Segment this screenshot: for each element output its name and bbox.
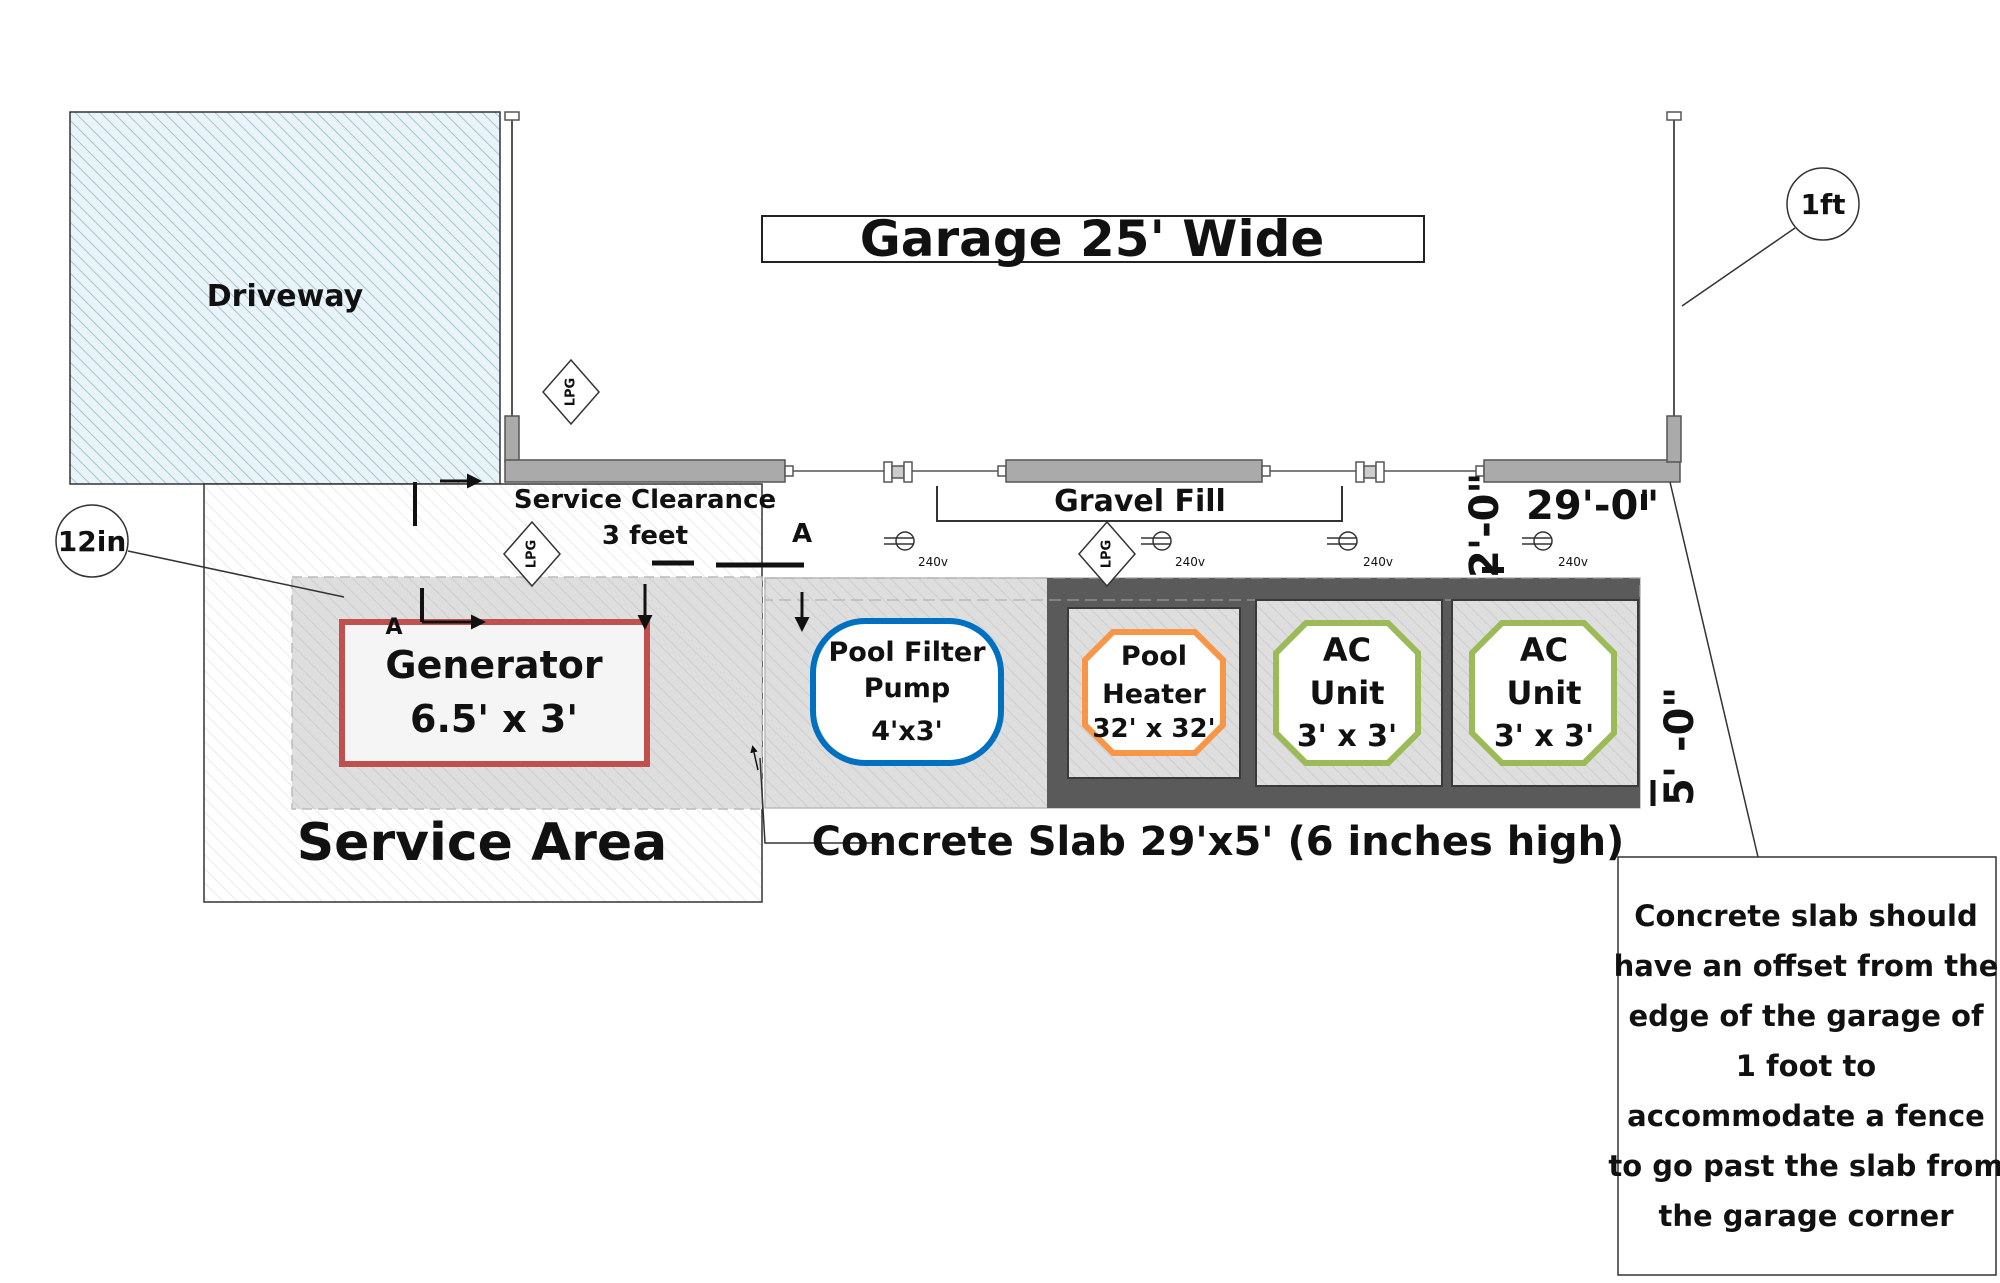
note-box xyxy=(1617,856,1997,1276)
note-line-1: Concrete slab should xyxy=(1634,899,1977,933)
ac-unit-2-size: 3' x 3' xyxy=(1494,719,1594,754)
driveway xyxy=(69,111,501,485)
service-area-label: Service Area xyxy=(297,813,668,873)
pool-heater-label-2: Heater xyxy=(1102,679,1206,710)
note-line-7: the garage corner xyxy=(1658,1199,1954,1233)
dim-2ft-label: 2'-0" xyxy=(1462,473,1508,578)
driveway-label: Driveway xyxy=(207,279,364,314)
gravel-fill-label: Gravel Fill xyxy=(1054,484,1226,519)
service-clearance-label: Service Clearance xyxy=(514,485,776,515)
outlet-240v-4: 240v xyxy=(1522,531,1588,569)
callout-1ft: 1ft xyxy=(1681,167,1860,307)
pool-filter-size: 4'x3' xyxy=(871,716,943,747)
ac-unit-2 xyxy=(1469,620,1617,766)
gravel-fill-bracket xyxy=(936,486,1343,522)
pool-filter-pump xyxy=(810,618,1004,766)
note-line-5: accommodate a fence xyxy=(1627,1099,1985,1133)
slab-leader xyxy=(759,757,882,844)
note-line-4: 1 foot to xyxy=(1736,1049,1876,1083)
page-title: Garage 25' Wide xyxy=(860,210,1325,268)
ac-unit-1-label-1: AC xyxy=(1323,631,1371,669)
concrete-slab-label: Concrete Slab 29'x5' (6 inches high) xyxy=(812,819,1625,865)
outlet-240v-1: 240v xyxy=(884,531,948,569)
callout-1ft-label: 1ft xyxy=(1800,188,1845,221)
generator-size: 6.5' x 3' xyxy=(410,697,578,741)
section-mark-a-left: A xyxy=(385,615,402,640)
pool-filter-label-1: Pool Filter xyxy=(828,637,986,668)
lpg-tank-1: LPG xyxy=(542,358,600,426)
ac-unit-2-label-1: AC xyxy=(1520,631,1568,669)
garage-wall xyxy=(504,415,1682,483)
dim-29ft-label: 29'-0" xyxy=(1526,483,1659,529)
note-line-3: edge of the garage of xyxy=(1628,999,1984,1033)
generator-label: Generator xyxy=(385,643,602,687)
callout-12in-label: 12in xyxy=(58,525,127,558)
dim-5ft: 5' -0" xyxy=(1650,687,1703,806)
ac-unit-2-label-2: Unit xyxy=(1506,674,1581,712)
outlet-240v-label-3: 240v xyxy=(1363,555,1393,569)
slab-top-edge xyxy=(764,577,1641,601)
dim-5ft-label: 5' -0" xyxy=(1657,687,1703,806)
outlet-240v-label-1: 240v xyxy=(918,555,948,569)
dim-2ft: 2'-0" xyxy=(1462,473,1508,578)
lpg-tank-2: LPG xyxy=(503,520,561,588)
garage-wall-posts xyxy=(504,111,1682,418)
lpg-label-1: LPG xyxy=(564,378,579,406)
pool-heater-label-1: Pool xyxy=(1121,641,1187,672)
pool-filter-label-2: Pump xyxy=(864,673,950,704)
lpg-label-3: LPG xyxy=(1100,540,1115,568)
lpg-tank-3: LPG xyxy=(1078,520,1136,588)
pool-heater xyxy=(1082,629,1226,756)
outlet-240v-2: 240v xyxy=(1141,531,1205,569)
section-line-a xyxy=(413,473,810,771)
generator xyxy=(339,619,650,767)
dim-29ft: 29'-0" xyxy=(1526,483,1659,529)
outlet-240v-label-2: 240v xyxy=(1175,555,1205,569)
ac-unit-1-label-2: Unit xyxy=(1309,674,1384,712)
lpg-label-2: LPG xyxy=(525,540,540,568)
ac-unit-1-size: 3' x 3' xyxy=(1297,719,1397,754)
outlet-240v-label-4: 240v xyxy=(1558,555,1588,569)
pool-heater-size: 32' x 32' xyxy=(1092,714,1215,744)
note-leader xyxy=(1669,481,1759,858)
outlet-240v-3: 240v xyxy=(1327,531,1393,569)
service-clearance-value: 3 feet xyxy=(602,521,688,551)
callout-12in: 12in xyxy=(55,504,345,598)
note-line-2: have an offset from the xyxy=(1614,949,1999,983)
ac-unit-1 xyxy=(1273,620,1421,766)
title-box xyxy=(761,215,1425,263)
note-line-6: to go past the slab from xyxy=(1608,1149,2000,1183)
section-mark-a-right: A xyxy=(792,519,812,549)
